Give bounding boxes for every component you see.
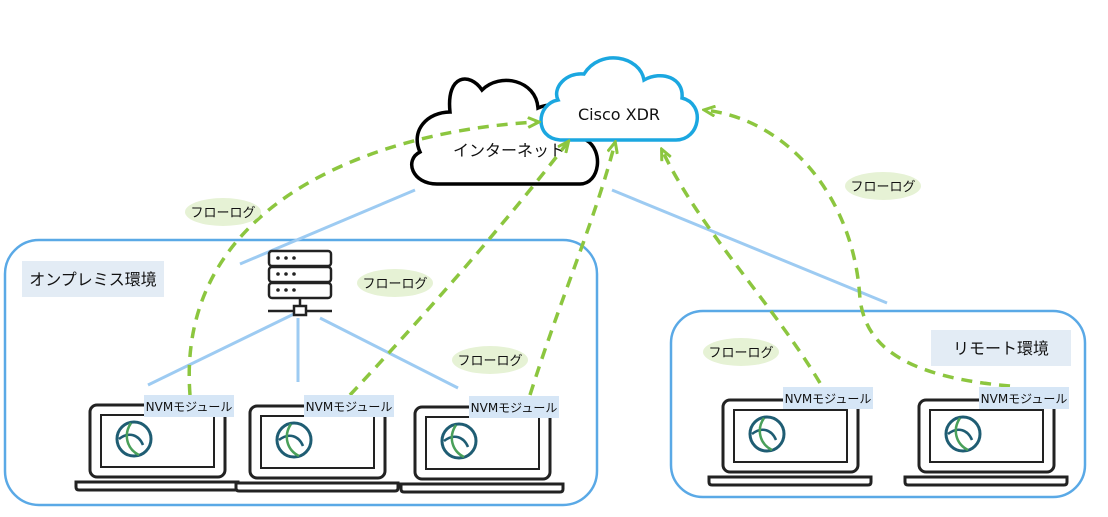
nvm-module-label: NVMモジュール [785, 392, 872, 406]
server-to-laptop1-line [147, 310, 299, 387]
flow-arrow-remote2 [705, 110, 1011, 388]
nvm-module-label: NVMモジュール [471, 401, 558, 415]
internet-cloud-label: インターネット [453, 141, 565, 160]
onprem-label-bg [22, 261, 164, 297]
laptop-icon [399, 405, 565, 494]
nvm-module-label: NVMモジュール [146, 400, 233, 414]
flow-log-label: フローログ [362, 277, 427, 292]
server-icon [267, 249, 333, 317]
laptop-icon [74, 403, 240, 492]
remote-label: リモート環境 [953, 339, 1049, 358]
flow-arrow-laptop1 [187, 122, 538, 396]
nvm-module-label: NVMモジュール [306, 400, 393, 414]
internet-to-remote-line [611, 188, 888, 305]
laptop-icon [234, 404, 400, 493]
onprem-label: オンプレミス環境 [29, 270, 157, 289]
xdr-cloud-icon [539, 56, 699, 142]
laptop-icon [707, 398, 873, 487]
flow-log-labels: フローログ フローログ フローログ フローログ フローログ [185, 172, 921, 374]
flow-arrow-laptop3 [528, 143, 615, 396]
laptop-icon [903, 398, 1069, 487]
flow-log-label: フローログ [457, 354, 522, 369]
flow-log-label: フローログ [708, 346, 773, 361]
nvm-module-label: NVMモジュール [981, 392, 1068, 406]
flow-arrow-laptop2 [348, 142, 568, 397]
xdr-cloud-label: Cisco XDR [578, 105, 660, 124]
remote-label-bg [931, 330, 1071, 366]
nvm-module-labels: NVMモジュール NVMモジュール NVMモジュール NVMモジュール NVMモ… [144, 387, 1069, 418]
flow-log-label: フローログ [850, 180, 915, 195]
flow-arrows [187, 110, 1011, 397]
flow-arrow-remote1 [662, 150, 822, 384]
flow-log-label: フローログ [190, 206, 255, 221]
